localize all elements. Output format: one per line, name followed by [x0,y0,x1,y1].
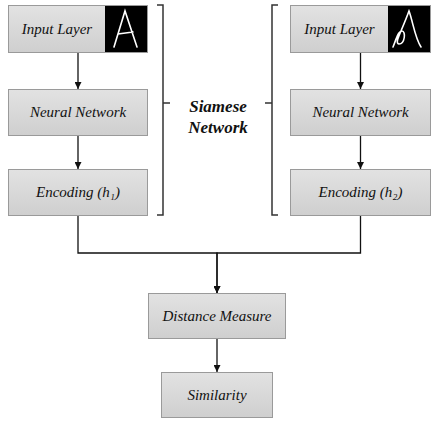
input-box: Input Layer [8,5,148,53]
connector-arrow [217,216,361,293]
group-bracket [265,5,278,215]
node-text: Neural Network [312,104,408,121]
glyph-image [105,6,147,52]
node-text: Input Layer [22,21,92,38]
handwritten-glyph [114,11,137,47]
node-text: Neural Network [30,104,126,121]
connector-arrow [216,339,217,372]
output-box: Similarity [161,372,273,418]
encoding-box: Encoding (h₁) [8,169,148,216]
connector-arrow [78,216,217,293]
input-box: Input Layer [290,5,431,53]
node-text: Encoding (h₂) [319,184,403,201]
group-bracket [157,5,170,215]
node-text: Input Layer [304,21,374,38]
node-text: Encoding (h₁) [36,184,120,201]
connector-arrow [77,136,78,169]
encoding-box: Encoding (h₂) [290,169,431,216]
network-box: Neural Network [8,89,148,136]
node-text: Similarity [187,387,246,404]
connector-arrow [360,53,361,89]
glyph-image [388,6,430,52]
connector-arrow [77,53,78,89]
network-box: Neural Network [290,89,431,136]
connector-arrow [360,136,361,169]
distance-box: Distance Measure [148,293,286,339]
node-text: Distance Measure [163,308,272,325]
group-title: Siamese Network [172,96,264,138]
handwritten-glyph [393,11,421,47]
